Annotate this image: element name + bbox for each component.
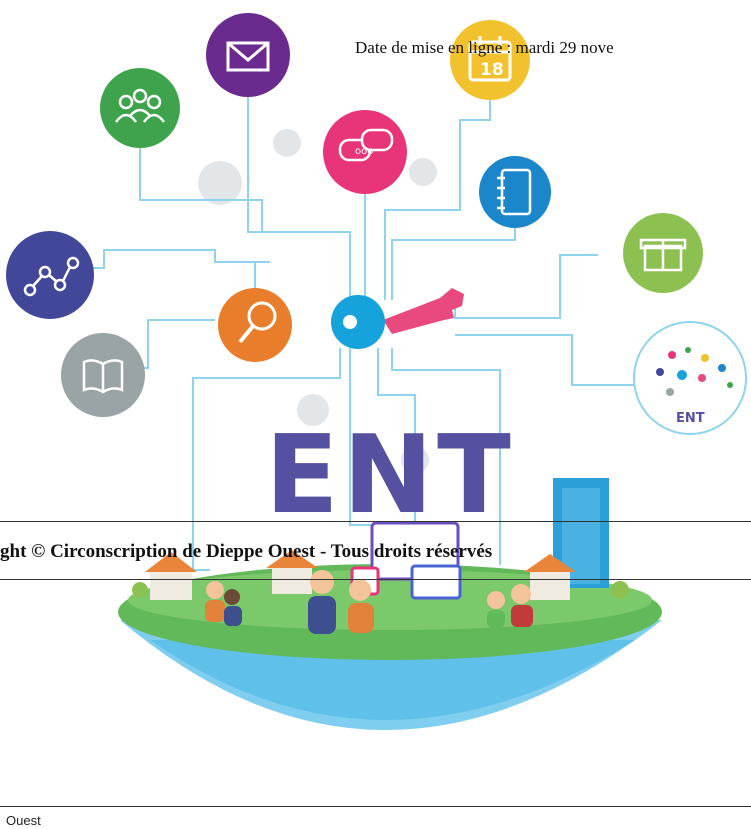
chat-icon: ooo bbox=[323, 110, 407, 194]
footer-text: Ouest bbox=[6, 813, 41, 828]
decor-bubble bbox=[409, 158, 437, 186]
globe-inner bbox=[150, 640, 635, 720]
publication-date: Date de mise en ligne : mardi 29 nove bbox=[355, 38, 614, 57]
people-group bbox=[205, 570, 533, 634]
chart-icon bbox=[6, 231, 94, 319]
search-icon bbox=[218, 288, 292, 362]
calendar-icon: 18 bbox=[450, 20, 530, 100]
svg-text:ooo: ooo bbox=[355, 146, 373, 157]
house bbox=[272, 566, 312, 594]
house bbox=[530, 570, 570, 600]
decor-bubble bbox=[297, 394, 329, 426]
house-roof bbox=[266, 550, 318, 568]
divider bbox=[0, 806, 751, 807]
house-roof bbox=[524, 554, 576, 572]
envelope-icon bbox=[206, 13, 290, 97]
people-icon bbox=[100, 68, 180, 148]
tablet-device bbox=[410, 564, 462, 600]
key-icon bbox=[331, 288, 464, 349]
notebook-icon bbox=[479, 156, 551, 228]
decor-bubble bbox=[273, 129, 301, 157]
decor-bubble bbox=[198, 161, 242, 205]
box-icon bbox=[623, 213, 703, 293]
copyright-text: ght © Circonscription de Dieppe Ouest - … bbox=[0, 541, 493, 562]
divider bbox=[0, 521, 751, 522]
ent-badge: ENT bbox=[633, 321, 747, 435]
house bbox=[150, 570, 192, 600]
tree bbox=[611, 581, 629, 599]
connector-lines bbox=[62, 85, 636, 571]
house-roof bbox=[145, 552, 197, 572]
ent-logo-text: ENT bbox=[265, 413, 515, 538]
ent-badge-text: ENT bbox=[676, 411, 705, 426]
tree bbox=[132, 582, 148, 598]
book-icon bbox=[61, 333, 145, 417]
calendar-day: 18 bbox=[480, 60, 504, 80]
divider bbox=[0, 579, 751, 580]
